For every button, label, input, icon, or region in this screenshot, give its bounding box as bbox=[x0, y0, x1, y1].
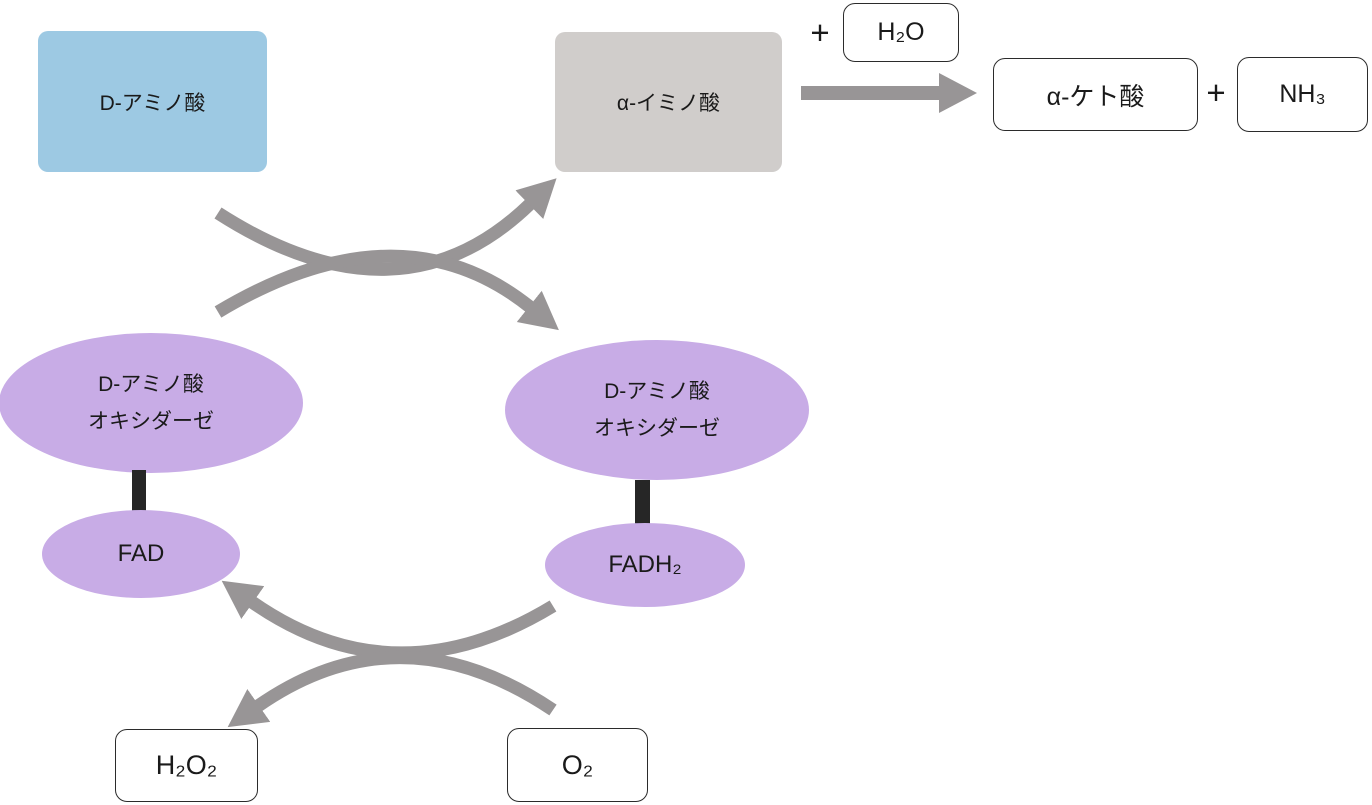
enzyme-fad-form-ellipse: D-アミノ酸 オキシダーゼ bbox=[0, 333, 303, 473]
arrow-enzyme-fad-to-fadh2 bbox=[214, 249, 559, 331]
d-amino-acid-box: D-アミノ酸 bbox=[38, 31, 267, 172]
h2o2-label: H₂O₂ bbox=[155, 750, 218, 780]
h2o2-box: H₂O₂ bbox=[115, 729, 258, 802]
nh3-label: NH₃ bbox=[1279, 80, 1326, 108]
o2-box: O₂ bbox=[507, 728, 648, 802]
enzyme-name-line2: オキシダーゼ bbox=[594, 417, 720, 440]
h2o-label: H₂O bbox=[877, 18, 925, 46]
fadh2-ellipse: FADH₂ bbox=[545, 523, 745, 607]
enzyme-name-line1: D-アミノ酸 bbox=[98, 373, 204, 396]
o2-label: O₂ bbox=[561, 749, 594, 780]
arrow-o2-to-h2o2 bbox=[227, 651, 557, 728]
arrow-substrate-to-imino bbox=[214, 178, 557, 276]
enzyme-name-line2: オキシダーゼ bbox=[88, 410, 214, 433]
enzyme-fadh2-form-ellipse: D-アミノ酸 オキシダーゼ bbox=[505, 340, 809, 480]
arrow-fadh2-to-fad bbox=[221, 580, 557, 660]
enzyme-fad-connector bbox=[132, 470, 146, 512]
alpha-keto-acid-box: α-ケト酸 bbox=[993, 58, 1198, 131]
enzyme-name-line1: D-アミノ酸 bbox=[604, 380, 710, 403]
alpha-keto-acid-label: α-ケト酸 bbox=[1046, 82, 1145, 111]
d-amino-acid-label: D-アミノ酸 bbox=[99, 91, 206, 115]
plus-sign-right: + bbox=[1206, 74, 1226, 111]
fad-label: FAD bbox=[117, 540, 165, 567]
h2o-box: H₂O bbox=[843, 3, 959, 62]
alpha-imino-acid-box: α-イミノ酸 bbox=[555, 32, 782, 172]
fadh2-label: FADH₂ bbox=[608, 551, 682, 578]
alpha-imino-acid-label: α-イミノ酸 bbox=[616, 92, 721, 115]
fad-ellipse: FAD bbox=[42, 510, 240, 598]
plus-sign-top: + bbox=[810, 14, 830, 51]
enzyme-fadh2-connector bbox=[635, 480, 650, 524]
nh3-box: NH₃ bbox=[1237, 57, 1368, 132]
